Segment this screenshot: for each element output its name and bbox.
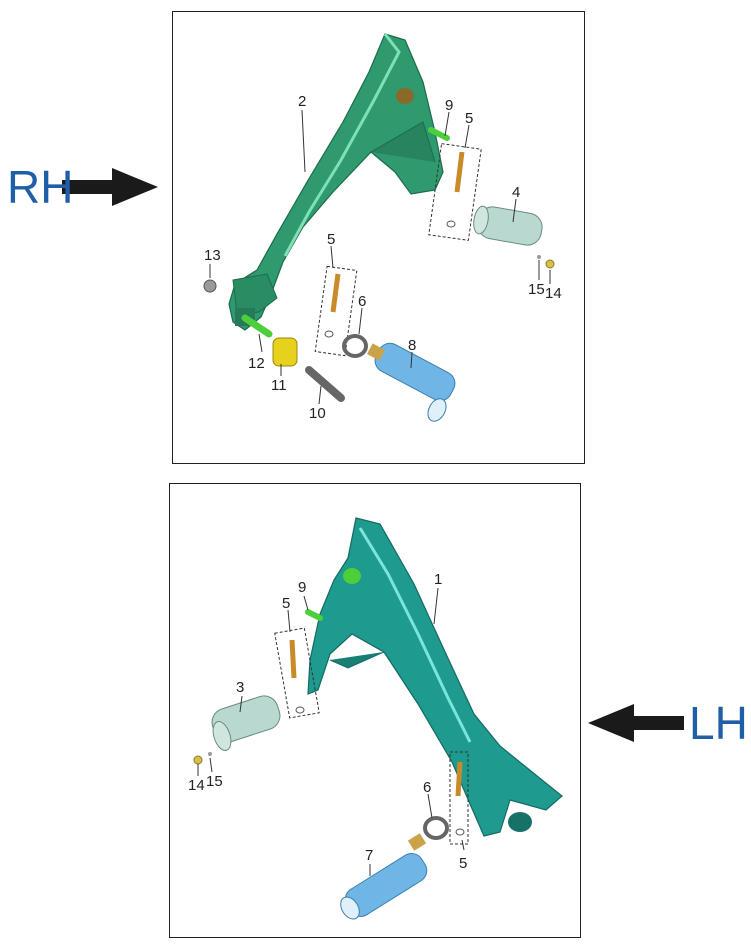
rh-callout-2: 2	[298, 93, 306, 110]
lh-part-5-upper-group	[274, 627, 320, 719]
rh-leader-lines	[209, 109, 551, 405]
rh-callout-5-lower: 5	[327, 231, 335, 248]
lh-part-6-washer	[423, 816, 449, 840]
rh-arrow-icon	[62, 168, 158, 206]
rh-part-5-lower-pin	[330, 273, 341, 313]
lh-part-9-bolt	[305, 609, 323, 621]
lh-callout-5-upper: 5	[282, 595, 290, 612]
lh-part-5-upper-pin	[289, 639, 297, 679]
lh-part-14-nut	[193, 755, 203, 765]
rh-callout-13: 13	[204, 247, 221, 264]
lh-part-3-footpeg	[211, 695, 281, 751]
rh-callout-5-upper: 5	[465, 110, 473, 127]
rh-label: RH	[7, 161, 74, 213]
rh-part-5-upper-pin	[454, 151, 465, 193]
rh-callout-14: 14	[545, 285, 562, 302]
rh-part-11-bushing	[272, 337, 298, 367]
rh-callout-4: 4	[512, 184, 520, 201]
lh-callout-3: 3	[236, 679, 244, 696]
rh-part-14-nut	[545, 259, 555, 269]
rh-part-9-bolt	[428, 127, 450, 141]
lh-label: LH	[689, 697, 748, 749]
lh-part-7-footpeg	[340, 833, 428, 920]
lh-callout-14: 14	[188, 777, 205, 794]
rh-part-4-footpeg	[473, 205, 543, 246]
lh-leader-lines	[197, 587, 465, 876]
rh-part-5-lower-group	[314, 265, 358, 357]
rh-part-5-lower-clip	[324, 330, 334, 338]
lh-part-5-lower-pin	[455, 761, 463, 797]
lh-callout-1: 1	[434, 571, 442, 588]
lh-diagram: 1 9 5 3 14 15 6 7 5	[188, 517, 563, 920]
lh-callout-5-lower: 5	[459, 855, 467, 872]
lh-footrest-bracket	[307, 517, 563, 837]
rh-diagram: 2 9 5 4 13 5 6 8 15 14 12 11 10	[203, 33, 562, 422]
rh-exploded-view: 2 9 5 4 13 5 6 8 15 14 12 11 10	[172, 11, 585, 464]
rh-part-8-footpeg	[367, 342, 456, 422]
rh-part-10-bolt	[305, 366, 345, 402]
rh-callout-8: 8	[408, 337, 416, 354]
rh-callout-10: 10	[309, 405, 326, 422]
rh-part-13-nut	[203, 279, 217, 293]
lh-exploded-view: 1 9 5 3 14 15 6 7 5	[169, 483, 581, 938]
rh-part-15-washer	[537, 255, 541, 259]
lh-callout-15: 15	[206, 773, 223, 790]
lh-part-15-washer	[208, 752, 212, 756]
rh-part-5-upper-group	[428, 143, 482, 241]
lh-callout-6: 6	[423, 779, 431, 796]
rh-callout-9: 9	[445, 97, 453, 114]
rh-part-12-bolt	[241, 314, 273, 338]
rh-callout-11: 11	[271, 377, 287, 394]
lh-part-5-lower-clip	[455, 828, 465, 836]
rh-callout-12: 12	[248, 355, 265, 372]
rh-part-6-washer	[342, 334, 368, 358]
lh-part-5-upper-clip	[295, 706, 305, 714]
rh-callout-6: 6	[358, 293, 366, 310]
rh-callout-15: 15	[528, 281, 545, 298]
lh-arrow-icon	[588, 704, 684, 742]
lh-callout-9: 9	[298, 579, 306, 596]
lh-callout-7: 7	[365, 847, 373, 864]
rh-part-5-upper-clip	[446, 220, 456, 228]
